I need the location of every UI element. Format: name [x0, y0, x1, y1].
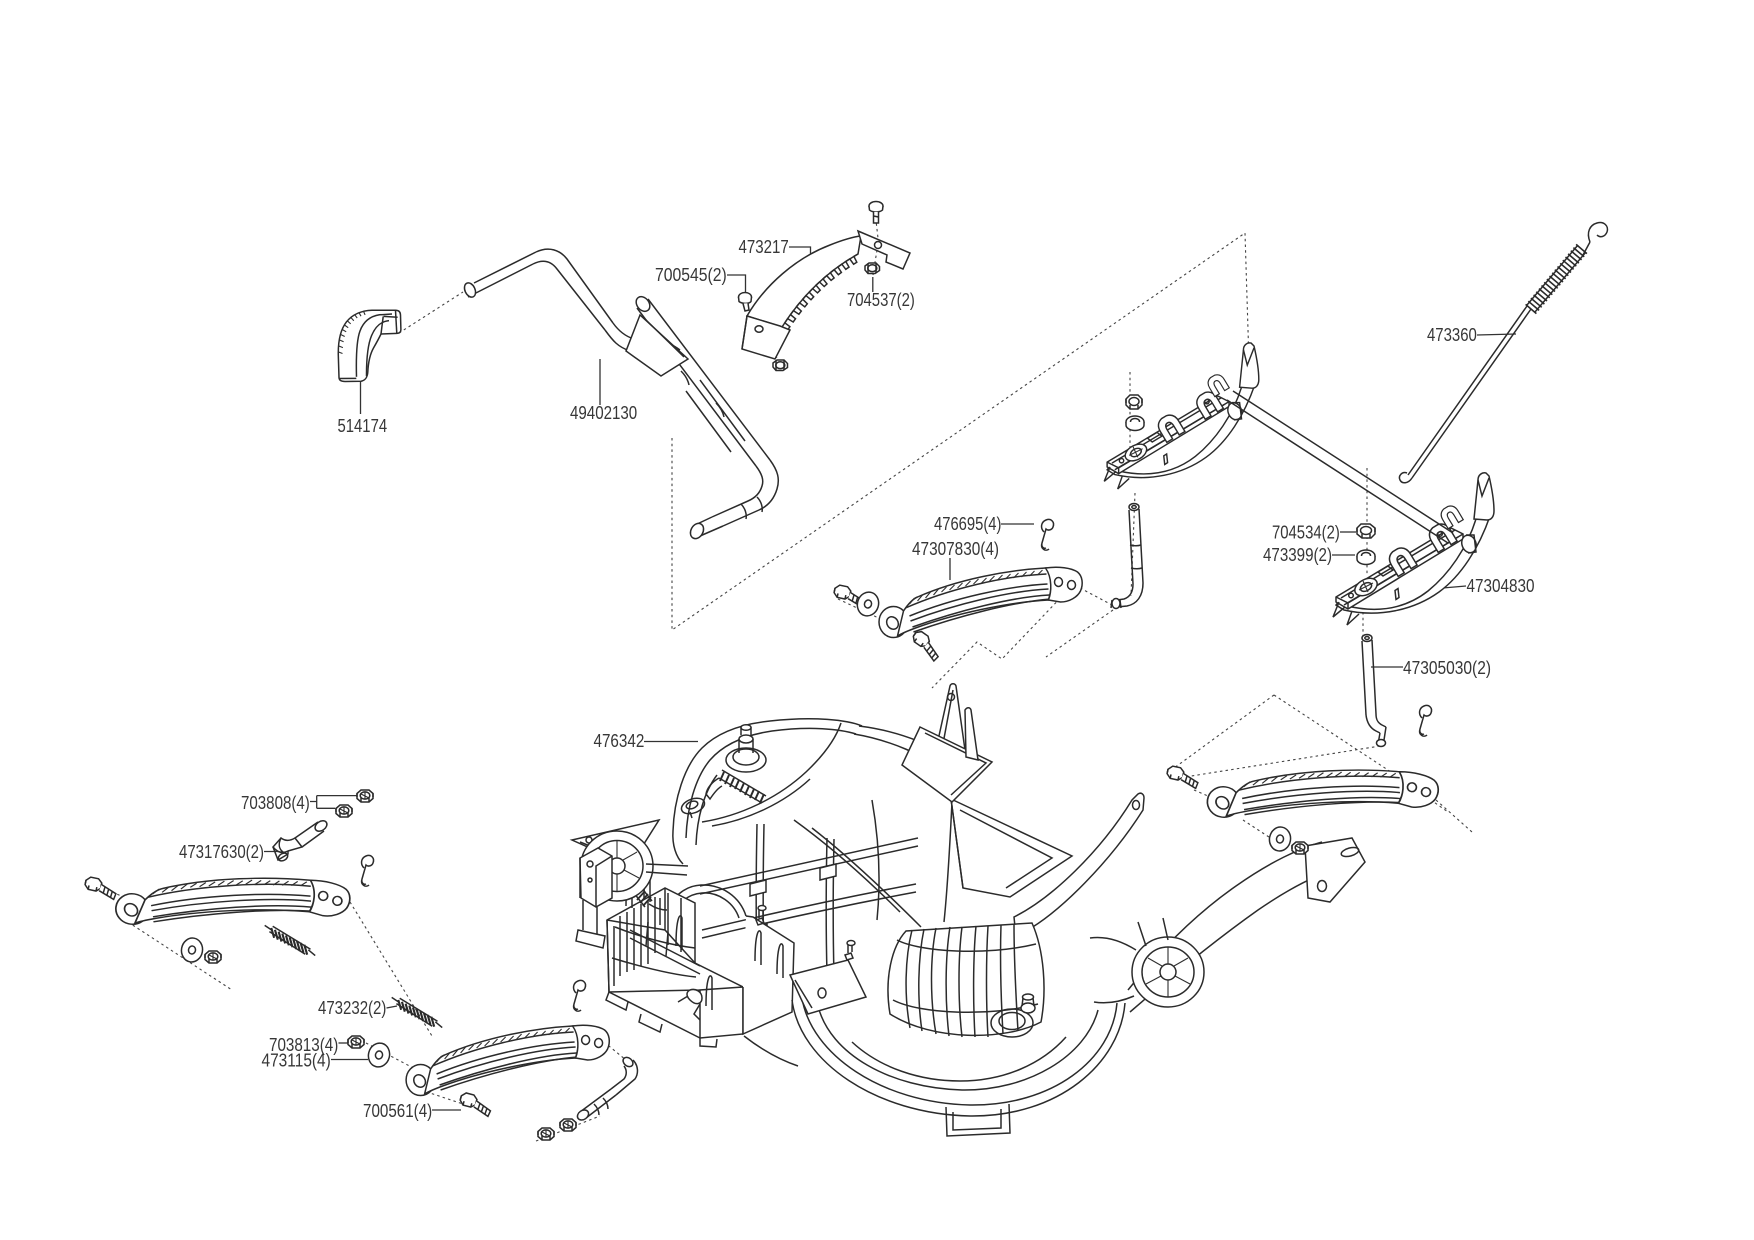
- svg-text:476342: 476342: [594, 730, 645, 751]
- svg-text:703813(4): 703813(4): [269, 1034, 338, 1055]
- svg-text:473232(2): 473232(2): [318, 997, 386, 1018]
- svg-text:47305030(2): 47305030(2): [1403, 657, 1491, 678]
- svg-text:47307830(4): 47307830(4): [912, 538, 999, 559]
- svg-text:704534(2): 704534(2): [1272, 522, 1340, 543]
- svg-text:476695(4): 476695(4): [934, 513, 1001, 534]
- svg-text:47304830: 47304830: [1467, 575, 1535, 596]
- svg-text:700545(2): 700545(2): [655, 264, 727, 285]
- svg-text:47317630(2): 47317630(2): [179, 841, 264, 862]
- svg-text:473360: 473360: [1427, 324, 1477, 345]
- svg-text:473115(4): 473115(4): [262, 1050, 331, 1071]
- svg-text:700561(4): 700561(4): [363, 1100, 432, 1121]
- svg-text:704537(2): 704537(2): [847, 289, 915, 310]
- svg-text:49402130: 49402130: [570, 402, 637, 423]
- svg-text:514174: 514174: [338, 415, 388, 436]
- svg-text:473217: 473217: [739, 236, 789, 257]
- svg-text:473399(2): 473399(2): [1263, 544, 1332, 565]
- svg-text:703808(4): 703808(4): [241, 792, 310, 813]
